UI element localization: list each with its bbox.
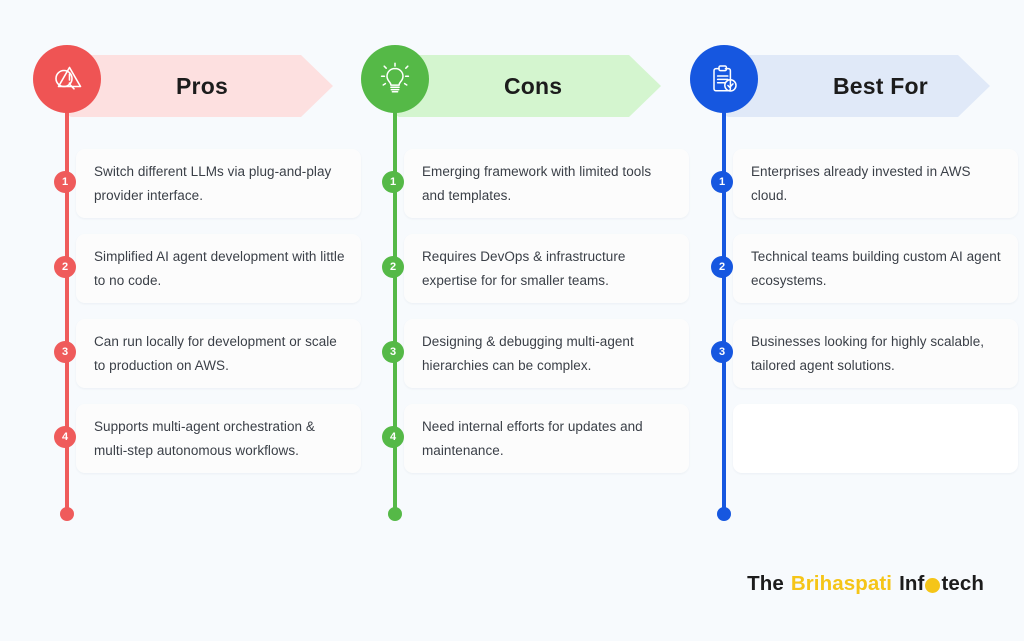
list-item[interactable]: 3 Can run locally for development or sca… [33, 319, 361, 388]
column-header-best-for: Best For [690, 45, 1018, 131]
timeline-line-best-for [722, 107, 726, 515]
timeline-end-dot-cons [388, 507, 402, 521]
list-item[interactable]: 1 Enterprises already invested in AWS cl… [690, 149, 1018, 218]
column-title-cons: Cons [504, 72, 563, 99]
item-badge: 3 [711, 341, 733, 363]
company-logo: The Brihaspati Inf tech [747, 572, 984, 596]
logo-text-inf: Inf [899, 572, 925, 595]
column-title-pros: Pros [176, 72, 228, 99]
column-best-for: Best For 1 Enterprises alrea [690, 45, 1018, 521]
item-text: Requires DevOps & infrastructure experti… [422, 249, 626, 288]
item-badge: 2 [54, 256, 76, 278]
list-item[interactable]: 3 Designing & debugging multi-agent hier… [361, 319, 689, 388]
item-text: Enterprises already invested in AWS clou… [751, 164, 971, 203]
list-item[interactable]: 3 Businesses looking for highly scalable… [690, 319, 1018, 388]
logo-text-the: The [747, 572, 784, 595]
item-badge: 1 [382, 171, 404, 193]
item-badge: 1 [711, 171, 733, 193]
list-item[interactable]: 2 Requires DevOps & infrastructure exper… [361, 234, 689, 303]
banner-cons: Cons [396, 55, 661, 117]
lightbulb-icon [361, 45, 429, 113]
item-card[interactable]: Switch different LLMs via plug-and-play … [76, 149, 361, 218]
column-title-best-for: Best For [833, 72, 928, 99]
item-card[interactable]: Can run locally for development or scale… [76, 319, 361, 388]
column-cons: Cons [361, 45, 689, 521]
logo-dot-icon [925, 577, 941, 593]
list-item[interactable]: 4 Supports multi-agent orchestration & m… [33, 404, 361, 473]
item-card[interactable]: Enterprises already invested in AWS clou… [733, 149, 1018, 218]
item-text: Switch different LLMs via plug-and-play … [94, 164, 332, 203]
items-list-best-for: 1 Enterprises already invested in AWS cl… [690, 149, 1018, 473]
timeline-end-dot-pros [60, 507, 74, 521]
list-item[interactable]: 1 Emerging framework with limited tools … [361, 149, 689, 218]
item-card[interactable]: Businesses looking for highly scalable, … [733, 319, 1018, 388]
warning-magnifier-icon [33, 45, 101, 113]
item-badge: 2 [382, 256, 404, 278]
logo-text-brand: Brihaspati [790, 572, 893, 595]
item-badge: 1 [54, 171, 76, 193]
item-text: Emerging framework with limited tools an… [422, 164, 652, 203]
item-card-empty [733, 404, 1018, 473]
items-list-cons: 1 Emerging framework with limited tools … [361, 149, 689, 473]
column-header-pros: Pros [33, 45, 361, 131]
clipboard-check-icon [690, 45, 758, 113]
item-badge: 4 [54, 426, 76, 448]
item-badge: 3 [54, 341, 76, 363]
item-card[interactable]: Requires DevOps & infrastructure experti… [404, 234, 689, 303]
banner-best-for: Best For [725, 55, 990, 117]
item-text: Need internal efforts for updates and ma… [422, 419, 643, 458]
item-card[interactable]: Designing & debugging multi-agent hierar… [404, 319, 689, 388]
list-item[interactable]: 1 Switch different LLMs via plug-and-pla… [33, 149, 361, 218]
item-text: Businesses looking for highly scalable, … [751, 334, 985, 373]
item-card[interactable]: Simplified AI agent development with lit… [76, 234, 361, 303]
timeline-line-cons [393, 107, 397, 515]
banner-pros: Pros [68, 55, 333, 117]
column-header-cons: Cons [361, 45, 689, 131]
timeline-end-dot-best-for [717, 507, 731, 521]
items-list-pros: 1 Switch different LLMs via plug-and-pla… [33, 149, 361, 473]
logo-text-tech: tech [941, 572, 984, 595]
list-item[interactable]: 2 Simplified AI agent development with l… [33, 234, 361, 303]
item-text: Designing & debugging multi-agent hierar… [422, 334, 634, 373]
item-text: Technical teams building custom AI agent… [751, 249, 1001, 288]
item-card[interactable]: Supports multi-agent orchestration & mul… [76, 404, 361, 473]
item-text: Supports multi-agent orchestration & mul… [94, 419, 315, 458]
list-item[interactable]: 4 Need internal efforts for updates and … [361, 404, 689, 473]
list-item-empty [690, 404, 1018, 473]
timeline-line-pros [65, 107, 69, 515]
item-badge: 2 [711, 256, 733, 278]
column-pros: Pros 1 Switch different LLMs via plug-an… [33, 45, 361, 521]
item-card[interactable]: Need internal efforts for updates and ma… [404, 404, 689, 473]
item-text: Simplified AI agent development with lit… [94, 249, 345, 288]
list-item[interactable]: 2 Technical teams building custom AI age… [690, 234, 1018, 303]
item-card[interactable]: Technical teams building custom AI agent… [733, 234, 1018, 303]
item-card[interactable]: Emerging framework with limited tools an… [404, 149, 689, 218]
item-badge: 3 [382, 341, 404, 363]
item-badge: 4 [382, 426, 404, 448]
item-text: Can run locally for development or scale… [94, 334, 337, 373]
